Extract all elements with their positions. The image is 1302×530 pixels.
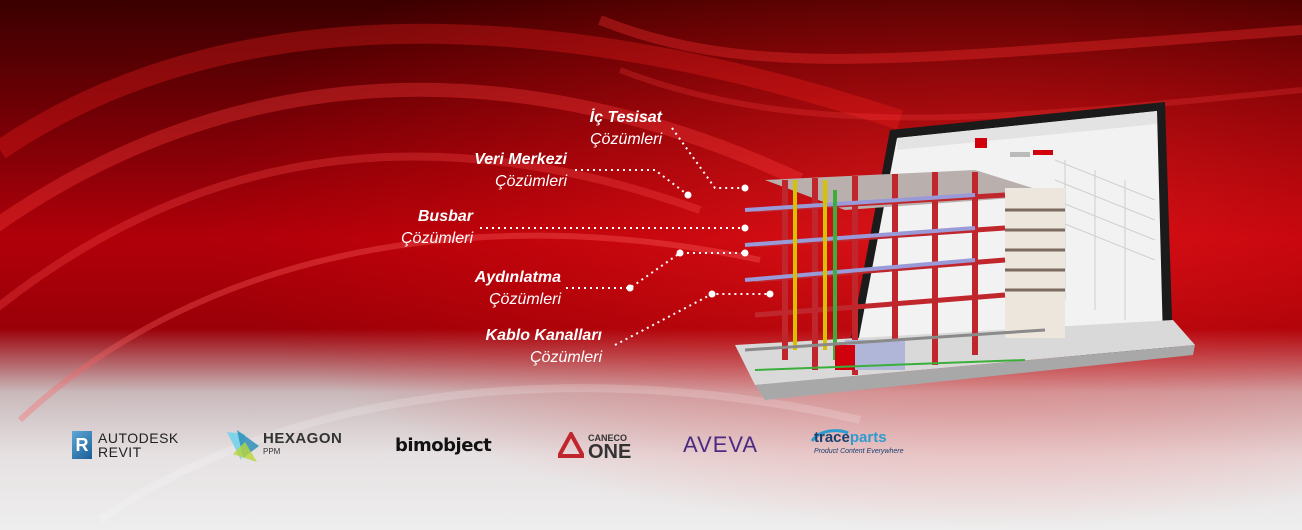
- callout-subtitle: Çözümleri: [488, 291, 561, 308]
- bimobject-logo: bimobject: [395, 420, 492, 470]
- callout-title: Veri Merkezi: [474, 151, 567, 168]
- callout-subtitle: Çözümleri: [400, 230, 473, 247]
- one-text: ONE: [588, 441, 632, 463]
- ppm-text: PPM: [263, 447, 281, 456]
- parts-text: parts: [849, 429, 887, 446]
- hexagon-ppm-logo: HEXAGON PPM: [225, 420, 342, 470]
- callout-title: Aydınlatma: [474, 269, 561, 286]
- callout-title: İç Tesisat: [589, 109, 662, 126]
- autodesk-text: AUTODESK: [98, 430, 179, 446]
- callout-subtitle: Çözümleri: [494, 173, 567, 190]
- autodesk-revit-logo: R AUTODESK REVIT: [72, 420, 179, 470]
- hexagon-text: HEXAGON: [263, 430, 343, 447]
- callout-title: Kablo Kanalları: [485, 327, 602, 344]
- trace-text: trace: [814, 429, 850, 446]
- aveva-logo: AVEVA: [683, 420, 758, 470]
- callout-ic-tesisat: İç Tesisat Çözümleri: [590, 107, 662, 151]
- callout-kablo-kanallari: Kablo Kanalları Çözümleri: [486, 325, 602, 369]
- building-model-icon: [744, 170, 1065, 375]
- callout-veri-merkezi: Veri Merkezi Çözümleri: [474, 149, 567, 193]
- callout-aydinlatma: Aydınlatma Çözümleri: [475, 267, 561, 311]
- bimobject-text: bimobject: [395, 434, 492, 456]
- traceparts-logo: traceparts Product Content Everywhere: [810, 420, 904, 470]
- laptop-illustration: [735, 102, 1195, 400]
- caneco-one-logo: CANECO ONE: [558, 420, 631, 470]
- aveva-text: AVEVA: [683, 432, 759, 457]
- callout-title: Busbar: [417, 208, 473, 225]
- traceparts-swoosh-icon: [810, 429, 849, 442]
- callout-subtitle: Çözümleri: [589, 131, 662, 148]
- revit-icon: R: [72, 431, 92, 459]
- callout-subtitle: Çözümleri: [529, 349, 602, 366]
- caneco-triangle-icon: [558, 432, 584, 458]
- callout-busbar: Busbar Çözümleri: [401, 206, 473, 250]
- revit-text: REVIT: [98, 444, 142, 460]
- traceparts-tagline: Product Content Everywhere: [814, 448, 904, 455]
- caneco-text: CANECO: [588, 433, 628, 443]
- hexagon-icon: [227, 430, 259, 462]
